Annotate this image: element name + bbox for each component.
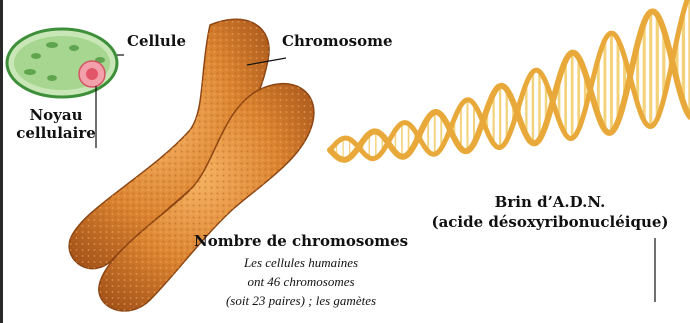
- label-count-title: Nombre de chromosomes: [194, 232, 408, 250]
- label-count-line1: Les cellules humaines: [190, 255, 412, 271]
- label-dna-line2: (acide désoxyribonucléique): [420, 213, 680, 231]
- label-nucleus-line1: Noyau: [16, 106, 96, 124]
- dna-helix-illustration: [330, 0, 690, 160]
- label-nucleus-line2: cellulaire: [16, 124, 96, 142]
- label-count-line2: ont 46 chromosomes: [190, 274, 412, 290]
- label-dna-line1: Brin d’A.D.N.: [420, 193, 680, 211]
- label-chromosome: Chromosome: [282, 32, 393, 50]
- label-cell: Cellule: [127, 32, 186, 50]
- label-count-line3: (soit 23 paires) ; les gamètes: [190, 293, 412, 309]
- cell-nucleus: [79, 61, 105, 87]
